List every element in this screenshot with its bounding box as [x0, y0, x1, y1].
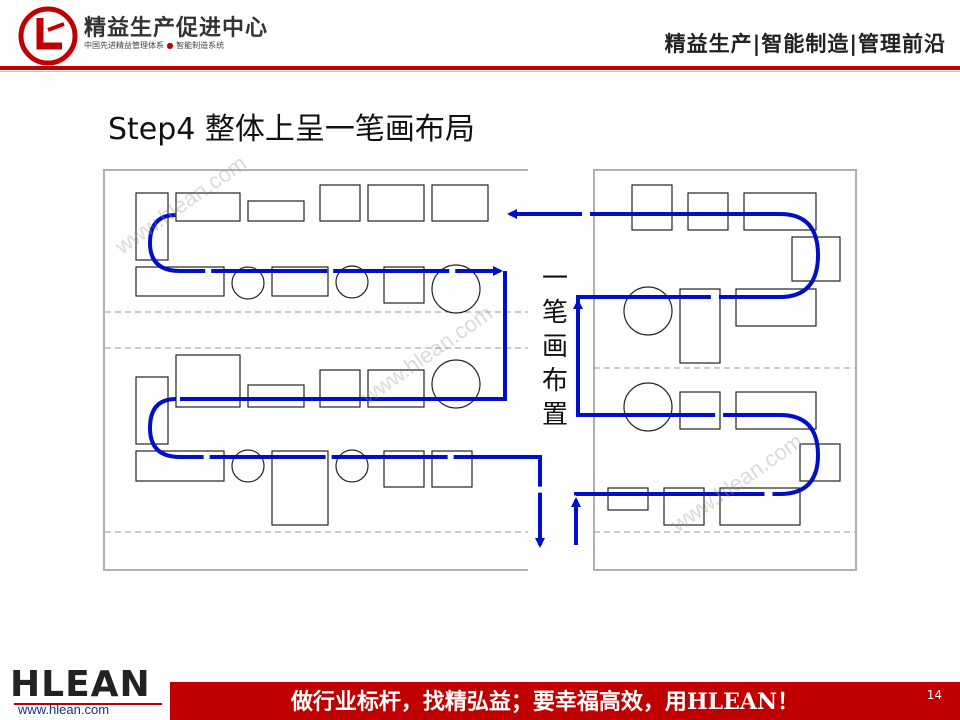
vertical-label-char: 画 [541, 332, 568, 362]
vertical-label: 一 笔 画 布 置 [540, 262, 570, 432]
org-subtitle: 中国先进精益管理体系 ● 智能制造系统 [84, 40, 224, 51]
vertical-label-char: 一 [541, 264, 568, 294]
bullet-dot-icon: ● [166, 41, 174, 50]
vertical-label-char: 置 [541, 400, 568, 430]
equipment-left-lower [135, 354, 481, 526]
one-stroke-flow-line [147, 213, 545, 548]
flow-line-right [507, 209, 821, 545]
equipment-right-upper [623, 184, 841, 364]
footer-slogan: 做行业标杆，找精弘益；要幸福高效，用HLEAN！ [290, 689, 800, 715]
footer-banner [170, 682, 960, 720]
zone-dividers [105, 311, 855, 533]
slide-title: Step4 整体上呈一笔画布局 [108, 112, 475, 147]
org-name: 精益生产促进中心 [84, 16, 269, 41]
vertical-label-char: 笔 [541, 298, 568, 328]
header-divider-thin [0, 71, 960, 72]
header-tagline: 精益生产|智能制造|管理前沿 [664, 32, 946, 56]
footer-url[interactable]: www.hlean.com [18, 702, 110, 717]
floor-area-left [103, 169, 528, 571]
footer-logo-underline [14, 703, 162, 705]
org-subtitle-left: 中国先进精益管理体系 [84, 41, 164, 50]
page-number: 14 [926, 688, 942, 702]
equipment-right-lower [607, 382, 841, 526]
org-subtitle-right: 智能制造系统 [176, 41, 225, 50]
vertical-label-char: 布 [541, 366, 568, 396]
header-divider [0, 66, 960, 70]
floor-area-right [593, 169, 857, 571]
center-logo-icon [18, 6, 78, 66]
footer-logo: HLEAN [10, 664, 151, 705]
flow-link-left [180, 271, 507, 401]
